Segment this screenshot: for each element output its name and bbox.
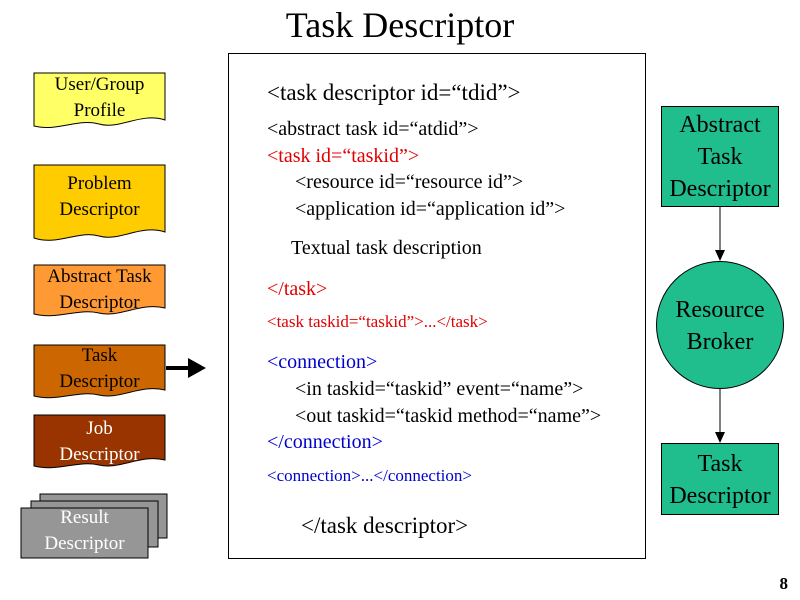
code-line-open-descriptor: <task descriptor id=“tdid”> <box>267 80 521 105</box>
result-descriptor-page-front <box>20 507 149 559</box>
code-line-close-descriptor: </task descriptor> <box>301 513 469 538</box>
problem-descriptor-label: Problem Descriptor <box>59 173 140 220</box>
task-descriptor-label: Task Descriptor <box>59 345 140 392</box>
code-line-task-ellipsis: <task taskid=“taskid”>...</task> <box>267 312 488 331</box>
abstract-task-descriptor-box: Abstract Task Descriptor <box>661 106 779 207</box>
abstract-task-descriptor-label: Abstract Task Descriptor <box>47 266 152 313</box>
code-line-connection-close: </connection> <box>267 431 383 453</box>
code-line-connection-ellipsis: <connection>...</connection> <box>267 466 472 485</box>
job-descriptor-shape <box>33 414 166 469</box>
abstract-task-descriptor-shape <box>33 264 166 317</box>
user-group-profile-shape <box>33 72 166 128</box>
code-line-connection-open: <connection> <box>267 351 378 373</box>
page-number: 8 <box>779 574 789 593</box>
task-descriptor-shape <box>33 344 166 399</box>
code-line-task-open: <task id=“taskid”> <box>267 145 420 167</box>
code-line-resource: <resource id=“resource id”> <box>295 171 524 193</box>
resource-broker-circle: Resource Broker <box>656 261 784 389</box>
task-descriptor-box: Task Descriptor <box>661 443 779 515</box>
user-group-profile-label: User/Group Profile <box>54 74 145 121</box>
code-line-task-close: </task> <box>267 278 328 300</box>
task-descriptor-code-box: <task descriptor id=“tdid”> <abstract ta… <box>228 53 646 559</box>
code-line-abstract-task: <abstract task id=“atdid”> <box>267 118 479 140</box>
problem-descriptor-shape <box>33 164 166 241</box>
flow-arrow-1-head <box>715 250 725 261</box>
job-descriptor-label: Job Descriptor <box>59 418 140 465</box>
code-line-application: <application id=“application id”> <box>295 198 566 220</box>
flow-arrow-2-head <box>715 432 725 443</box>
code-line-in: <in taskid=“taskid” event=“name”> <box>295 378 584 400</box>
result-descriptor-label: Result Descriptor <box>44 507 125 554</box>
pointer-arrow-head <box>188 358 206 378</box>
code-line-out: <out taskid=“taskid method=“name”> <box>295 405 602 427</box>
code-line-description: Textual task description <box>291 237 482 259</box>
page-title: Task Descriptor <box>285 5 515 45</box>
